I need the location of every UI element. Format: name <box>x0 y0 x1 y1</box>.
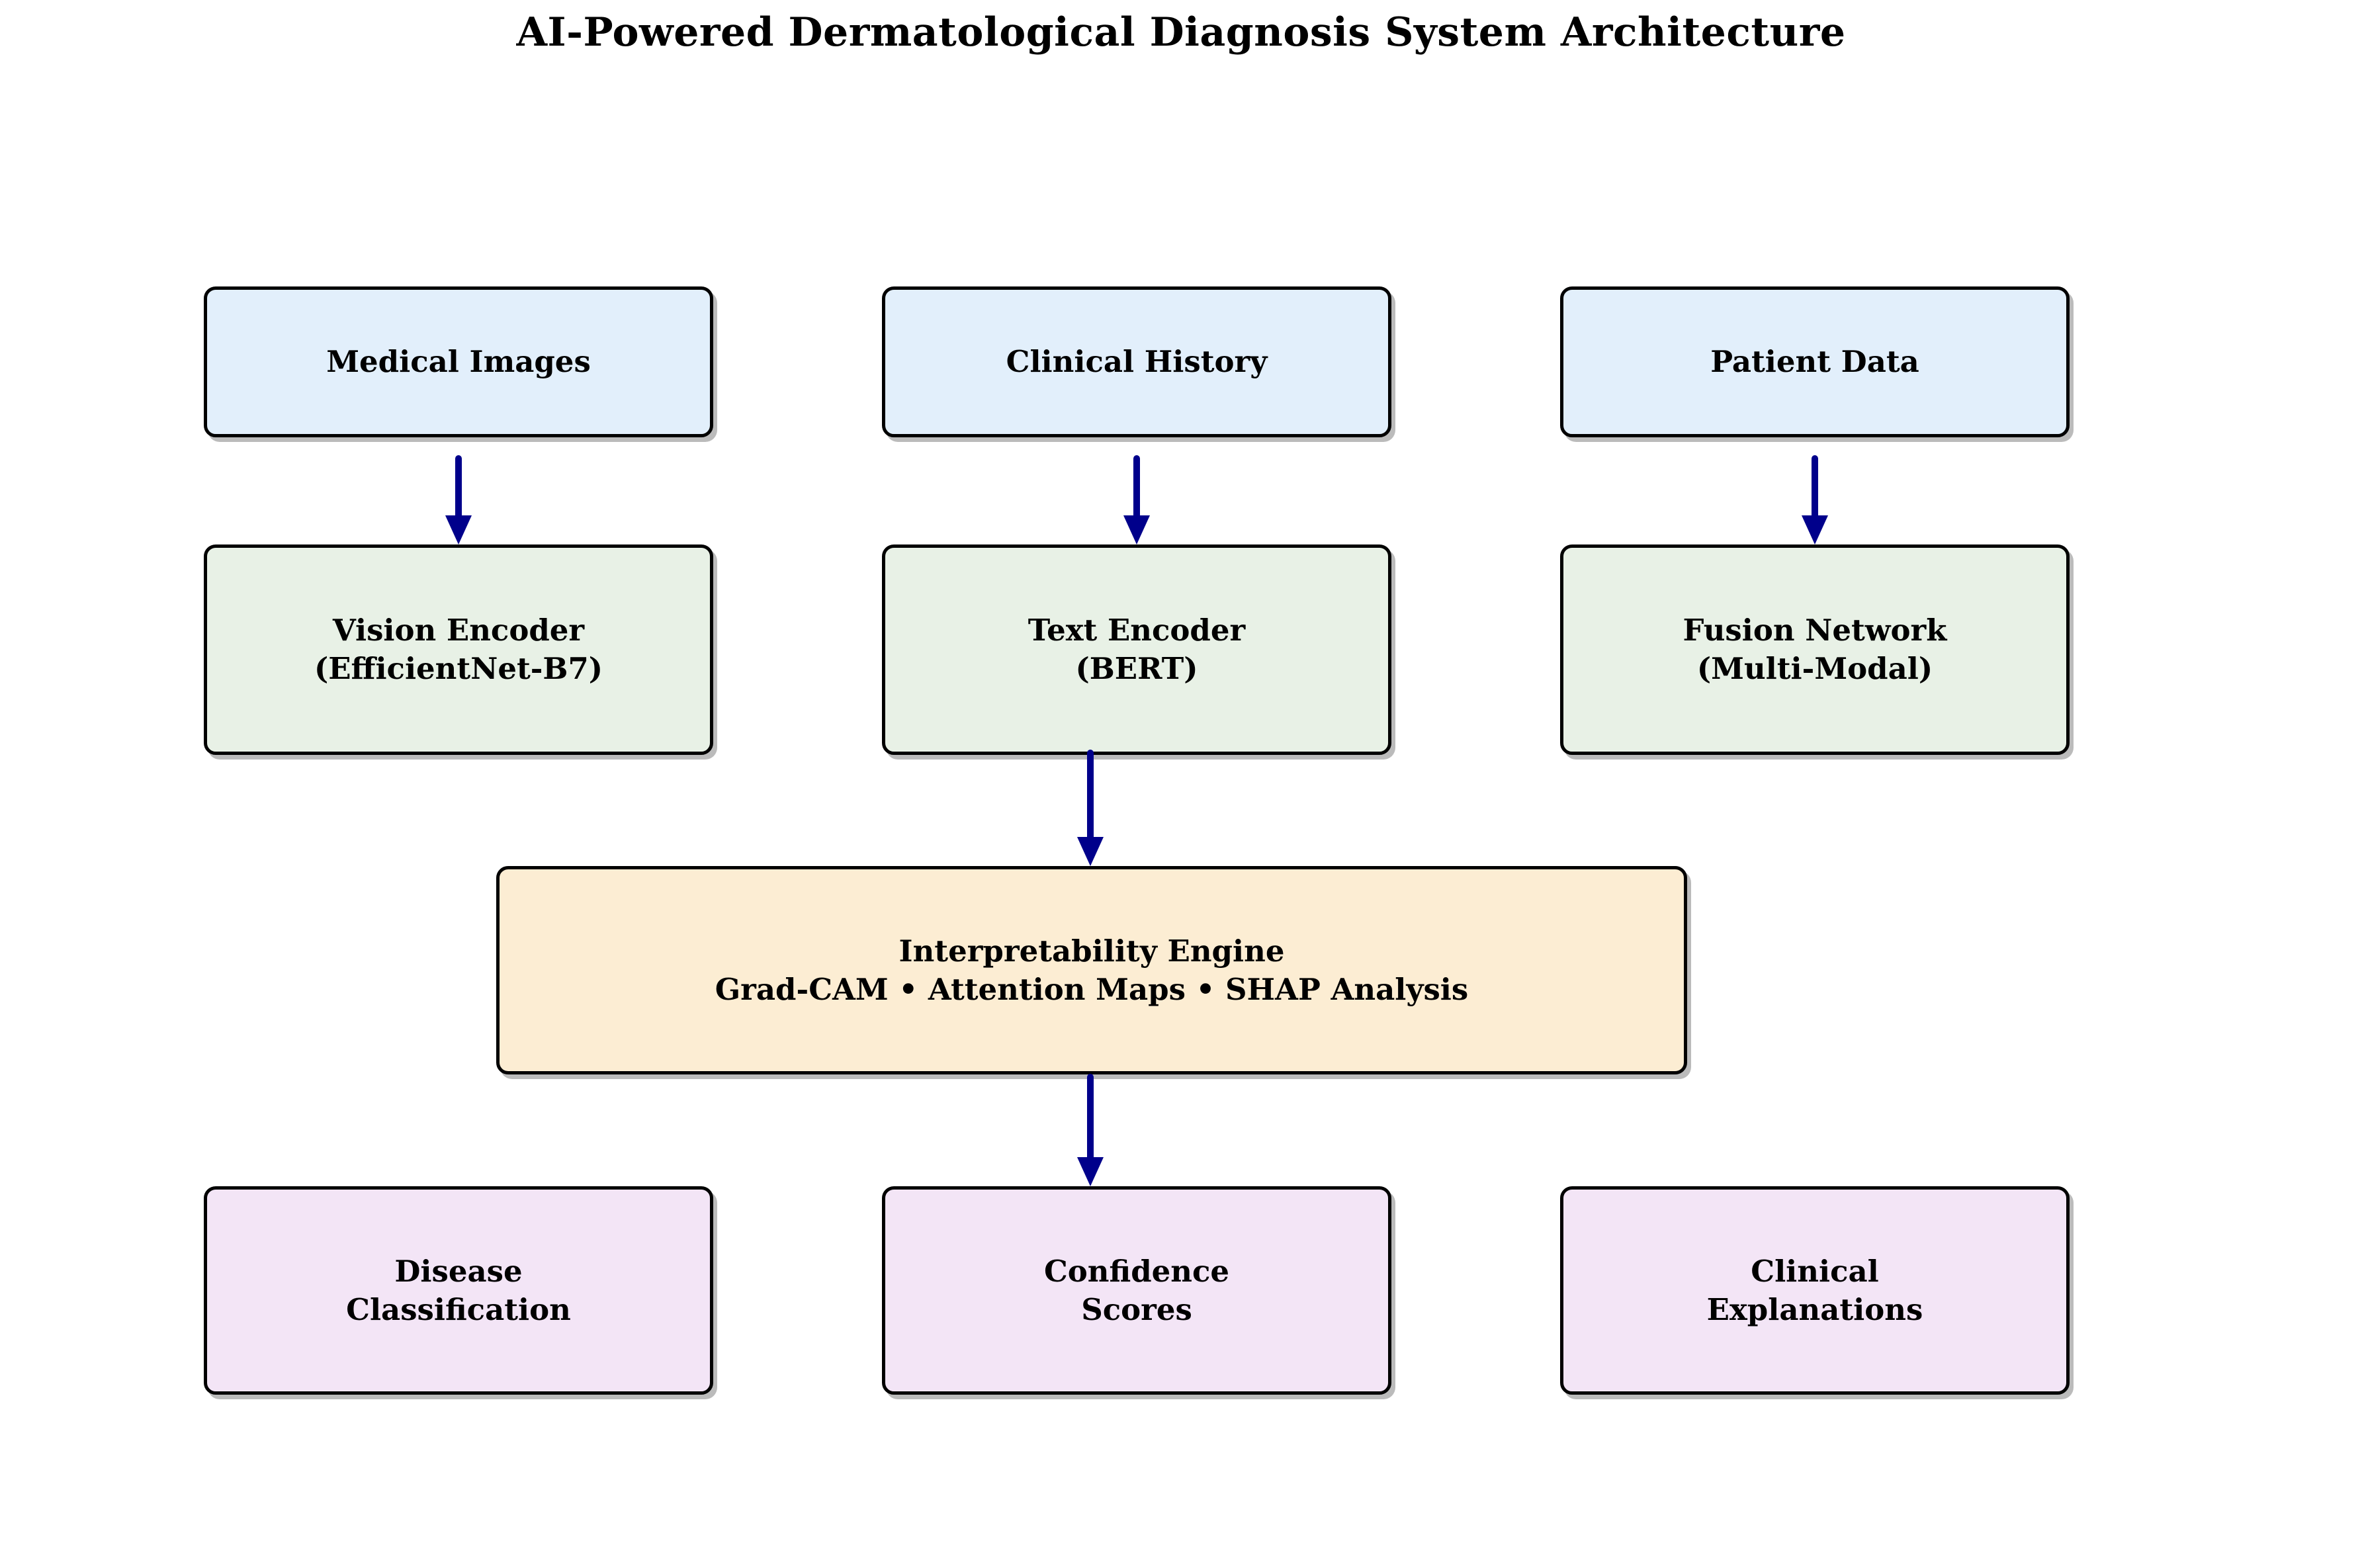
box-vision-encoder: Vision Encoder (EfficientNet-B7) <box>204 544 713 755</box>
arrow-shaft <box>1087 1074 1094 1164</box>
box-label: Clinical History <box>1006 344 1268 380</box>
box-label-line2: Scores <box>1081 1291 1192 1327</box>
box-label-line2: (EfficientNet-B7) <box>314 651 603 686</box>
box-label: Patient Data <box>1710 344 1919 380</box>
arrow-medical-images-to-vision-encoder <box>445 455 472 544</box>
box-text-encoder: Text Encoder (BERT) <box>882 544 1391 755</box>
box-clinical-explanations: Clinical Explanations <box>1560 1186 2070 1395</box>
arrowhead-down-icon <box>1123 515 1150 544</box>
arrow-clinical-history-to-text-encoder <box>1123 455 1150 544</box>
box-label-line2: Grad-CAM • Attention Maps • SHAP Analysi… <box>715 971 1469 1007</box>
arrow-shaft <box>1812 455 1818 522</box>
box-fusion-network: Fusion Network (Multi-Modal) <box>1560 544 2070 755</box>
box-disease-classification: Disease Classification <box>204 1186 713 1395</box>
arrow-shaft <box>455 455 462 522</box>
box-label-line2: (BERT) <box>1075 651 1198 686</box>
arrow-shaft <box>1133 455 1140 522</box>
arrowhead-down-icon <box>1077 1157 1104 1186</box>
arrow-patient-data-to-fusion-network <box>1802 455 1828 544</box>
box-label-line1: Interpretability Engine <box>898 933 1285 969</box>
box-label: Medical Images <box>326 344 591 380</box>
box-label-line2: Explanations <box>1706 1291 1923 1327</box>
arrowhead-down-icon <box>1802 515 1828 544</box>
arrow-shaft <box>1087 750 1094 844</box>
box-medical-images: Medical Images <box>204 286 713 437</box>
box-label-line1: Vision Encoder <box>332 613 585 648</box>
arrow-text-encoder-to-interpretability <box>1077 750 1104 866</box>
page-title: AI-Powered Dermatological Diagnosis Syst… <box>516 9 1846 56</box>
box-label-line1: Confidence <box>1043 1253 1230 1289</box>
box-confidence-scores: Confidence Scores <box>882 1186 1391 1395</box>
box-label-line1: Fusion Network <box>1683 613 1947 648</box>
arrow-interpretability-to-confidence-scores <box>1077 1074 1104 1186</box>
box-patient-data: Patient Data <box>1560 286 2070 437</box>
box-clinical-history: Clinical History <box>882 286 1391 437</box>
arrowhead-down-icon <box>1077 837 1104 866</box>
box-label-line1: Text Encoder <box>1028 613 1246 648</box>
box-label-line1: Disease <box>394 1253 523 1289</box>
box-interpretability-engine: Interpretability Engine Grad-CAM • Atten… <box>496 866 1687 1074</box>
box-label-line2: (Multi-Modal) <box>1696 651 1933 686</box>
box-label-line2: Classification <box>346 1291 571 1327</box>
box-label-line1: Clinical <box>1751 1253 1879 1289</box>
arrowhead-down-icon <box>445 515 472 544</box>
